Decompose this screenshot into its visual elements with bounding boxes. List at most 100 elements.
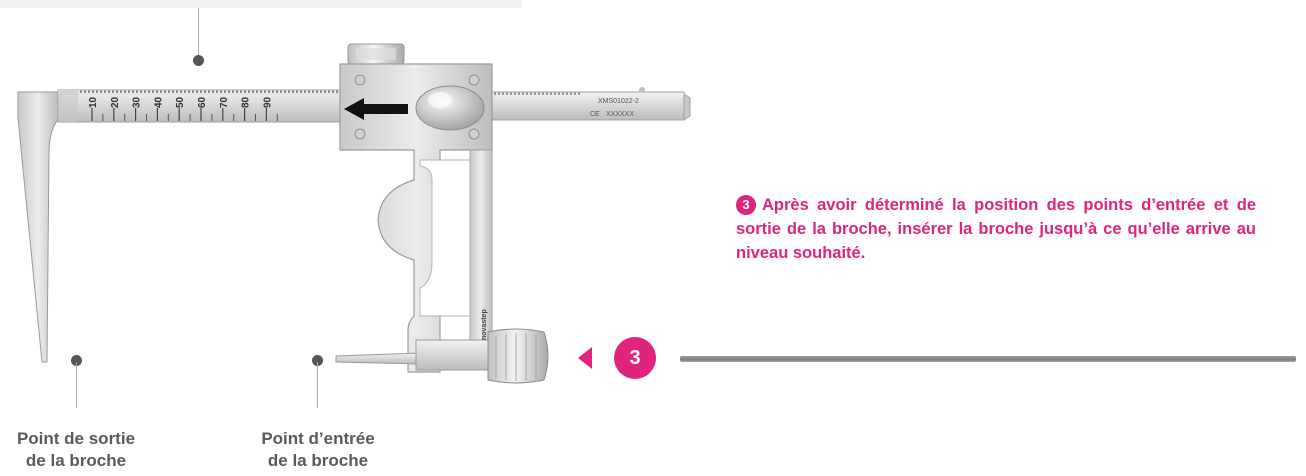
reference-engraving: XMS01022-2 xyxy=(598,98,639,105)
graduated-ruler xyxy=(57,89,349,123)
handle-body xyxy=(339,63,493,373)
pin-sleeve xyxy=(335,339,493,371)
ruler-tick-label: 40 xyxy=(153,96,164,108)
ruler-tick-label: 30 xyxy=(132,96,143,108)
ruler-tooth xyxy=(100,90,102,93)
brand-engraving: novastep xyxy=(481,309,488,340)
entry-point-label-line1: Point d’entrée xyxy=(261,429,375,448)
ruler-tooth xyxy=(196,90,198,93)
ruler-tooth xyxy=(300,90,302,93)
slider-tooth xyxy=(546,92,548,95)
ruler-tooth xyxy=(80,90,82,93)
ruler-tooth xyxy=(164,90,166,93)
ruler-tooth xyxy=(124,90,126,93)
exit-leader-line xyxy=(76,362,77,408)
ruler-tick-label: 90 xyxy=(262,96,273,108)
slider-tooth xyxy=(502,92,504,95)
ruler-tick-label: 80 xyxy=(241,96,252,108)
serial-engraving: XXXXXX xyxy=(606,111,634,118)
ruler-tooth xyxy=(256,90,258,93)
slider-tooth xyxy=(498,92,500,95)
ruler-tooth xyxy=(228,90,230,93)
ruler-tooth xyxy=(208,90,210,93)
slider-tooth xyxy=(542,92,544,95)
slider-tooth xyxy=(538,92,540,95)
exit-point-label-line1: Point de sortie xyxy=(16,429,136,448)
entry-point-label: Point d’entrée de la broche xyxy=(218,428,418,472)
ruler-tooth xyxy=(292,90,294,93)
ruler-tick-label: 60 xyxy=(197,96,208,108)
ruler-tick-label: 70 xyxy=(219,96,230,108)
slider-tooth xyxy=(510,92,512,95)
ruler-leader-line xyxy=(198,8,199,58)
slider-tooth xyxy=(566,92,568,95)
slider-teeth xyxy=(494,92,580,95)
ruler-tooth xyxy=(312,90,314,93)
ruler-tooth xyxy=(140,90,142,93)
ruler-tooth xyxy=(120,90,122,93)
ruler-tooth xyxy=(204,90,206,93)
ruler-tooth xyxy=(244,90,246,93)
ruler-tooth xyxy=(264,90,266,93)
slider-tooth xyxy=(562,92,564,95)
ruler-tooth xyxy=(200,90,202,93)
ruler-tooth xyxy=(92,90,94,93)
step-inline-badge: 3 xyxy=(736,195,756,215)
ruler-tooth xyxy=(112,90,114,93)
slider-tooth xyxy=(522,92,524,95)
ruler-tooth xyxy=(168,90,170,93)
ruler-tooth xyxy=(240,90,242,93)
top-locking-knob xyxy=(347,43,405,65)
right-slider-bar xyxy=(483,87,691,121)
slider-tooth xyxy=(558,92,560,95)
exit-point-dot xyxy=(71,355,82,366)
ce-engraving: CE xyxy=(590,111,600,118)
ruler-tooth xyxy=(96,90,98,93)
guide-pin xyxy=(680,356,1296,362)
slider-tooth xyxy=(530,92,532,95)
top-image-edge xyxy=(0,0,522,8)
ruler-tooth xyxy=(188,90,190,93)
ruler-tooth xyxy=(332,90,334,93)
exit-point-label-line2: de la broche xyxy=(25,451,127,470)
ruler-tooth xyxy=(296,90,298,93)
ruler-tooth xyxy=(276,90,278,93)
pin-locking-knob xyxy=(487,328,549,384)
ruler-tick-label: 10 xyxy=(88,96,99,108)
ruler-tooth xyxy=(132,90,134,93)
slider-tooth xyxy=(518,92,520,95)
ruler-tooth xyxy=(212,90,214,93)
ruler-tooth xyxy=(284,90,286,93)
slider-tooth xyxy=(526,92,528,95)
entry-point-label-line2: de la broche xyxy=(267,451,369,470)
slider-tooth xyxy=(506,92,508,95)
ruler-tooth xyxy=(152,90,154,93)
ruler-tick-label: 50 xyxy=(175,96,186,108)
entry-leader-line xyxy=(317,362,318,408)
ruler-tooth xyxy=(108,90,110,93)
ruler-tooth xyxy=(116,90,118,93)
entry-point-dot xyxy=(312,355,323,366)
ruler-tick-label: 20 xyxy=(110,96,121,108)
exit-arm xyxy=(17,91,59,363)
ruler-tooth xyxy=(172,90,174,93)
ruler-tooth xyxy=(232,90,234,93)
ruler-tooth xyxy=(260,90,262,93)
ruler-tooth xyxy=(336,90,338,93)
ruler-tooth xyxy=(320,90,322,93)
ruler-tooth xyxy=(272,90,274,93)
step-instruction-text: Après avoir déterminé la position des po… xyxy=(736,196,1256,262)
ruler-tooth xyxy=(236,90,238,93)
ruler-tooth xyxy=(88,90,90,93)
slider-tooth xyxy=(578,92,580,95)
slider-tooth xyxy=(550,92,552,95)
slider-tooth xyxy=(554,92,556,95)
ruler-tooth xyxy=(184,90,186,93)
ruler-tooth xyxy=(128,90,130,93)
ruler-tooth xyxy=(268,90,270,93)
ruler-graduations: 10 20 30 40 50 60 70 80 90 xyxy=(88,96,278,121)
ruler-tooth xyxy=(136,90,138,93)
reading-arrow-icon xyxy=(344,98,408,120)
